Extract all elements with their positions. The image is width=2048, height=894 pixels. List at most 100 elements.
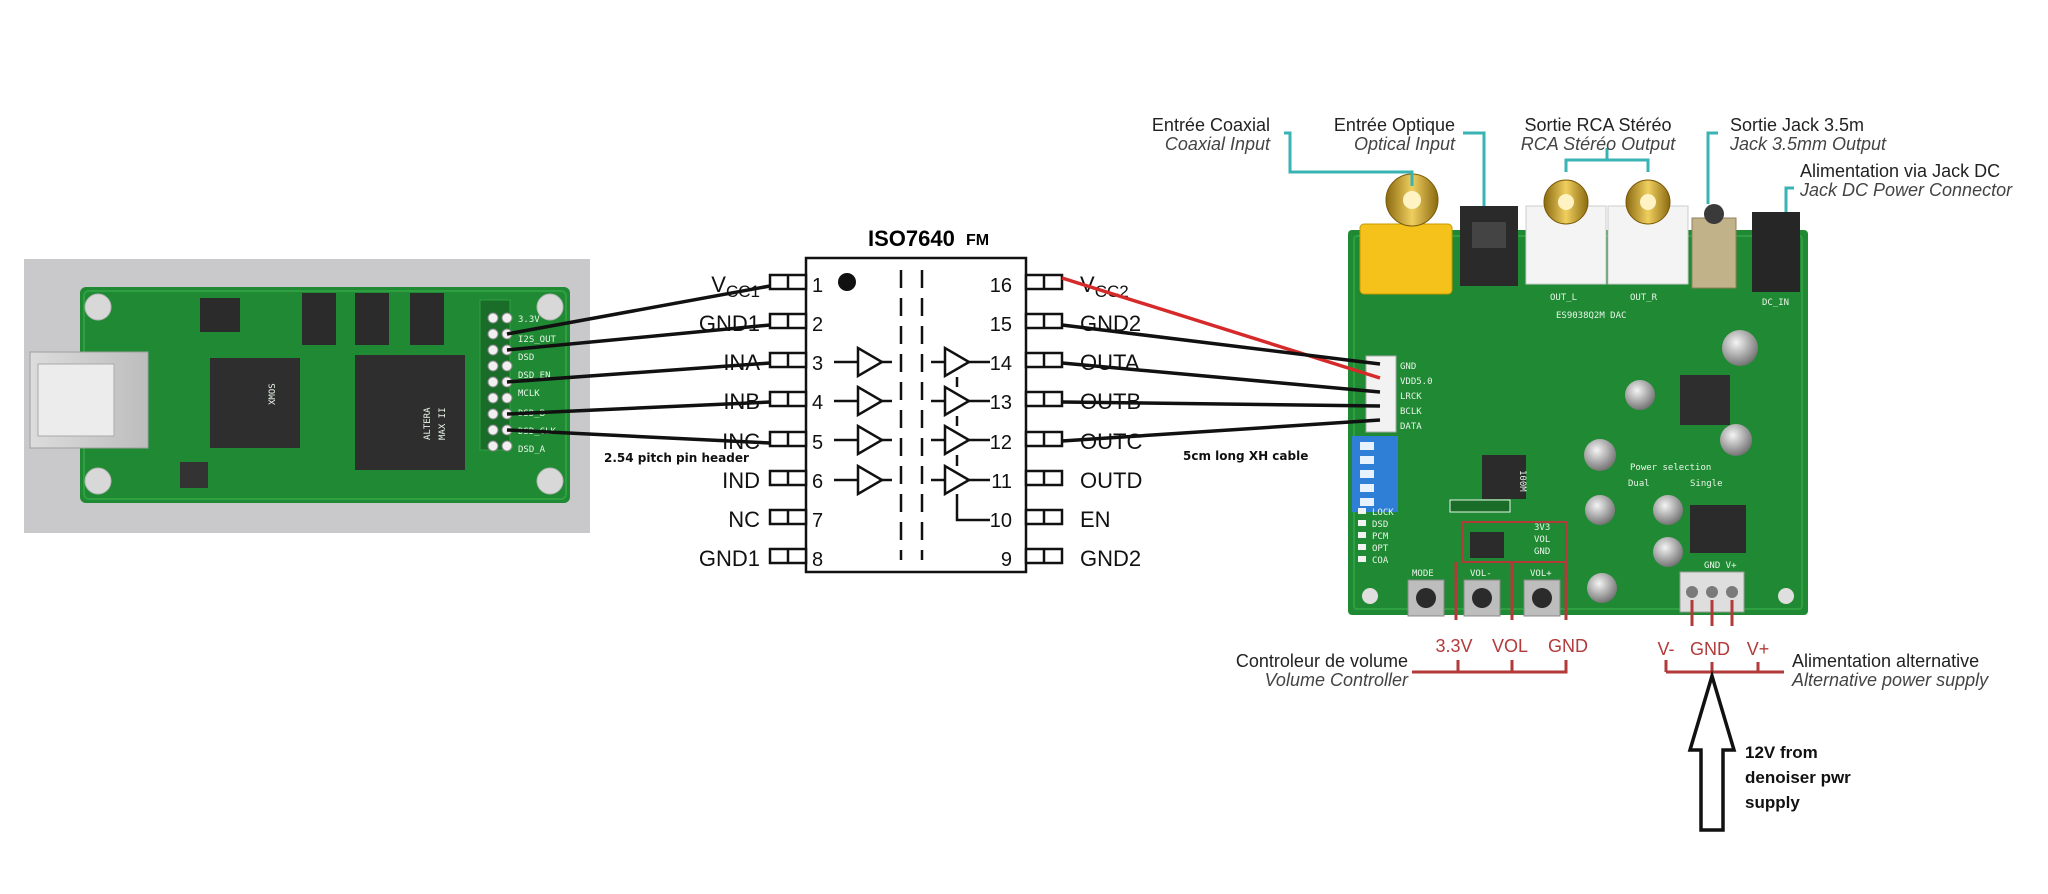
right-pin-names: VCC2 GND2 OUTA OUTB OUTC OUTD EN GND2 [1080,272,1142,571]
left-pin-names: VCC1 GND1 INA INB INC IND NC GND1 [699,272,760,571]
wire-ina [506,361,771,384]
vol-pin-3v3: 3.3V [1435,636,1472,656]
pin-name: OUTC [1080,429,1142,454]
led-label: DSD [1372,520,1388,530]
pin-number: 4 [812,392,823,414]
alt-pin-vplus: V+ [1747,639,1770,659]
bottom-annotations: 3.3V VOL GND Controleur de volume Volume… [1236,636,1989,690]
input-buffers [834,345,892,497]
pin-number: 12 [990,432,1012,454]
supply-note-line: denoiser pwr [1745,768,1851,787]
wire-outa [1061,361,1381,394]
supply-arrow [1687,669,1737,832]
xh-pin-label: GND [1400,362,1416,372]
left-pin-stubs [768,273,808,565]
xh-cable-note: 5cm long XH cable [1183,449,1308,463]
pin-name-vcc1: VCC1 [711,272,760,301]
pin1-dot [838,273,856,291]
supply-note-line: supply [1745,793,1800,812]
single-label: Single [1690,479,1723,489]
dac-board: OUT_L OUT_R ES9038Q2M DAC DC_IN GND VDD5… [1348,173,1808,617]
usb-pin-label: 3.3V [518,315,540,325]
usb-pin-label: I2S_OUT [518,335,557,345]
wire-gnd1 [506,323,771,352]
wire-outc [1061,418,1381,443]
opt-label-fr: Entrée Optique [1334,115,1455,135]
pin-number: 3 [812,353,823,375]
pin-number: 10 [990,510,1012,532]
xh-pin-label: VDD5.0 [1400,377,1433,387]
power-selection-label: Power selection [1630,463,1711,473]
altera-chip [355,355,465,470]
pin-number: 11 [991,471,1012,493]
wire-gnd2 [1061,323,1381,366]
dc-jack [1752,212,1800,292]
right-pin-numbers: 16 15 14 13 12 11 10 9 [990,275,1012,571]
status-leds: LOCK DSD PCM OPT COA [1358,508,1394,566]
xmos-label: XMOS [268,383,278,405]
pin-name: INC [722,429,760,454]
led-label: LOCK [1372,508,1394,518]
ic-suffix: FM [966,232,989,249]
usb-pin-label: DSD_EN [518,371,551,381]
headphone-jack [1691,217,1737,289]
vol-pin-label: 3V3 [1534,523,1550,533]
wire-outb [1061,400,1381,408]
coax-label-fr: Entrée Coaxial [1152,115,1270,135]
altera-label-2: MAX II [438,407,448,440]
pin-number: 14 [990,353,1012,375]
vol-pin-label: VOL [1534,535,1550,545]
pin-number: 13 [990,392,1012,414]
pin-name: GND1 [699,311,760,336]
usb-to-ic-wires [506,284,771,445]
alt-label-en: Alternative power supply [1791,670,1989,690]
vol-pin-label: GND [1534,547,1550,557]
altera-label: ALTERA [423,407,433,440]
usb-pin-label: DSD [518,353,534,363]
pin-header-note: 2.54 pitch pin header [604,451,749,465]
pin-name: GND2 [1080,546,1141,571]
usb-pin-label: DSD_A [518,445,546,455]
pin-number: 6 [812,471,823,493]
pin-name: NC [728,507,760,532]
dac-model-label: ES9038Q2M DAC [1556,311,1626,321]
button-labels: MODE VOL- VOL+ [1412,569,1552,579]
coax-label-en: Coaxial Input [1165,134,1271,154]
dc-in-label: DC_IN [1762,298,1789,308]
dac-chip [1482,455,1526,499]
xh-pin-label: BCLK [1400,407,1422,417]
usb-pin-header [487,312,513,452]
vol-label-en: Volume Controller [1265,670,1409,690]
output-buffers [931,345,990,522]
side-label: 100M [1517,470,1527,492]
jack-label-fr: Sortie Jack 3.5m [1730,115,1864,135]
xh-pin-label: LRCK [1400,392,1422,402]
opt-label-en: Optical Input [1354,134,1456,154]
pin-name: OUTD [1080,468,1142,493]
pin-name: OUTA [1080,350,1140,375]
pin-name: EN [1080,507,1111,532]
opamp-socket [1680,375,1730,425]
vol-label-fr: Controleur de volume [1236,651,1408,671]
left-pin-numbers: 1 2 3 4 5 6 7 8 [812,275,823,571]
usb-interface-board: XMOS ALTERA MAX II 3.3V I2S_OUT DSD DSD_ [24,259,590,533]
pin-name: GND1 [699,546,760,571]
iso7640-ic: ISO7640 FM [699,226,1142,574]
pin-number: 16 [990,275,1012,297]
top-annotations: Entrée Coaxial Coaxial Input Entrée Opti… [1152,115,2013,200]
xh-pin-labels: GND VDD5.0 LRCK BCLK DATA [1400,362,1433,432]
pin-number: 8 [812,549,823,571]
button-label: VOL- [1470,569,1492,579]
pin-number: 5 [812,432,823,454]
dual-label: Dual [1628,479,1650,489]
alt-pin-gnd: GND [1690,639,1730,659]
usb-pin-label: MCLK [518,389,540,399]
wire-inc [506,428,771,445]
pwr-pin-label: GND V+ [1704,561,1737,571]
wire-vcc2 [1061,276,1381,380]
pin-name: IND [722,468,760,493]
xh-pin-label: DATA [1400,422,1422,432]
button-label: MODE [1412,569,1434,579]
vol-pin-labels: 3V3 VOL GND [1534,523,1550,557]
ic-to-dac-wires [1061,276,1381,443]
